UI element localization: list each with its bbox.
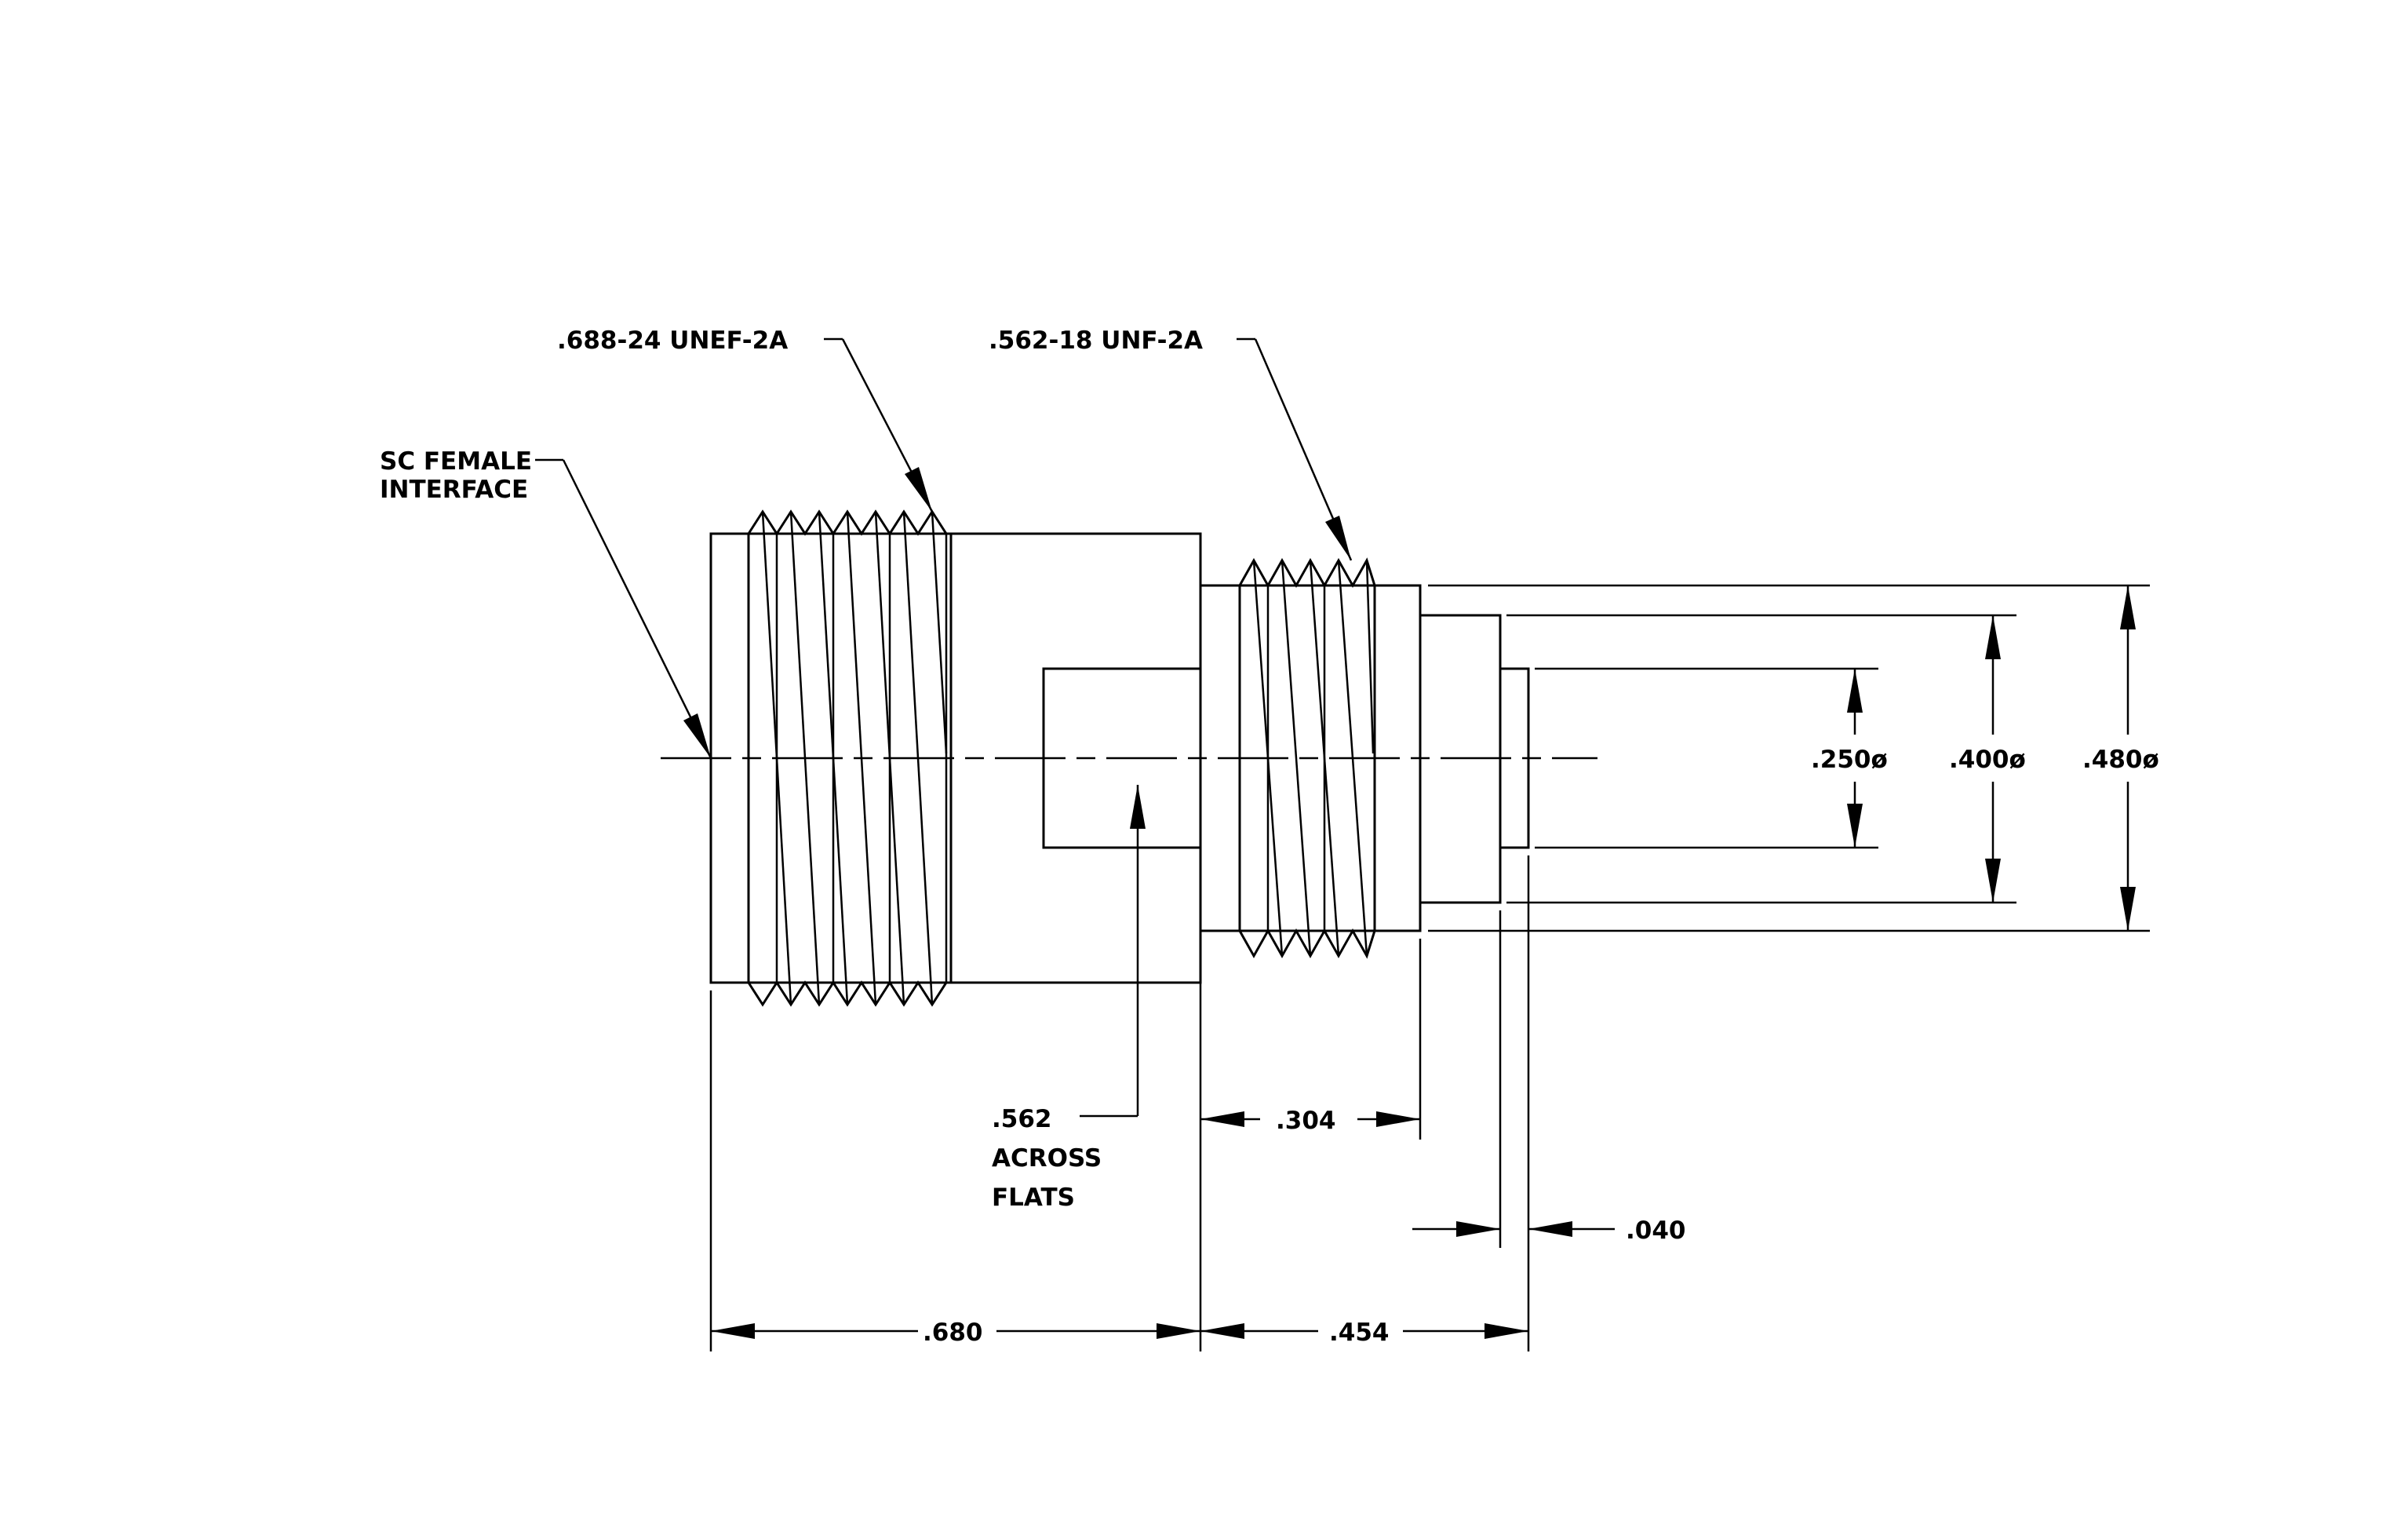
dim-250-dia xyxy=(1847,669,1863,848)
dim-text-250: .250ø xyxy=(1811,746,1888,774)
dim-text-454: .454 xyxy=(1329,1319,1390,1347)
label-thread-small: .562-18 UNF-2A xyxy=(989,326,1203,355)
dim-text-304: .304 xyxy=(1276,1107,1336,1135)
leader-flats xyxy=(1080,785,1146,1118)
dim-text-400: .400ø xyxy=(1949,746,2026,774)
leader-interface xyxy=(535,458,712,759)
label-thread-large: .688-24 UNEF-2A xyxy=(557,326,788,355)
label-interface-2: INTERFACE xyxy=(380,476,528,504)
dim-304 xyxy=(1200,1111,1420,1127)
dim-400-dia xyxy=(1985,615,2001,903)
dim-text-040: .040 xyxy=(1626,1216,1686,1245)
extension-lines xyxy=(709,584,2150,1351)
label-flats-3: FLATS xyxy=(992,1184,1075,1212)
leader-thread-small xyxy=(1237,337,1353,561)
dim-040 xyxy=(1412,1221,1615,1237)
label-interface-1: SC FEMALE xyxy=(380,447,532,476)
leader-thread-large xyxy=(824,337,934,512)
label-flats-1: .562 xyxy=(992,1105,1052,1133)
label-flats-2: ACROSS xyxy=(992,1144,1102,1173)
dim-text-480: .480ø xyxy=(2082,746,2159,774)
dim-480-dia xyxy=(2120,585,2136,931)
dim-454 xyxy=(1200,1323,1528,1339)
dim-text-680: .680 xyxy=(923,1319,983,1347)
dim-680 xyxy=(711,1323,1200,1339)
